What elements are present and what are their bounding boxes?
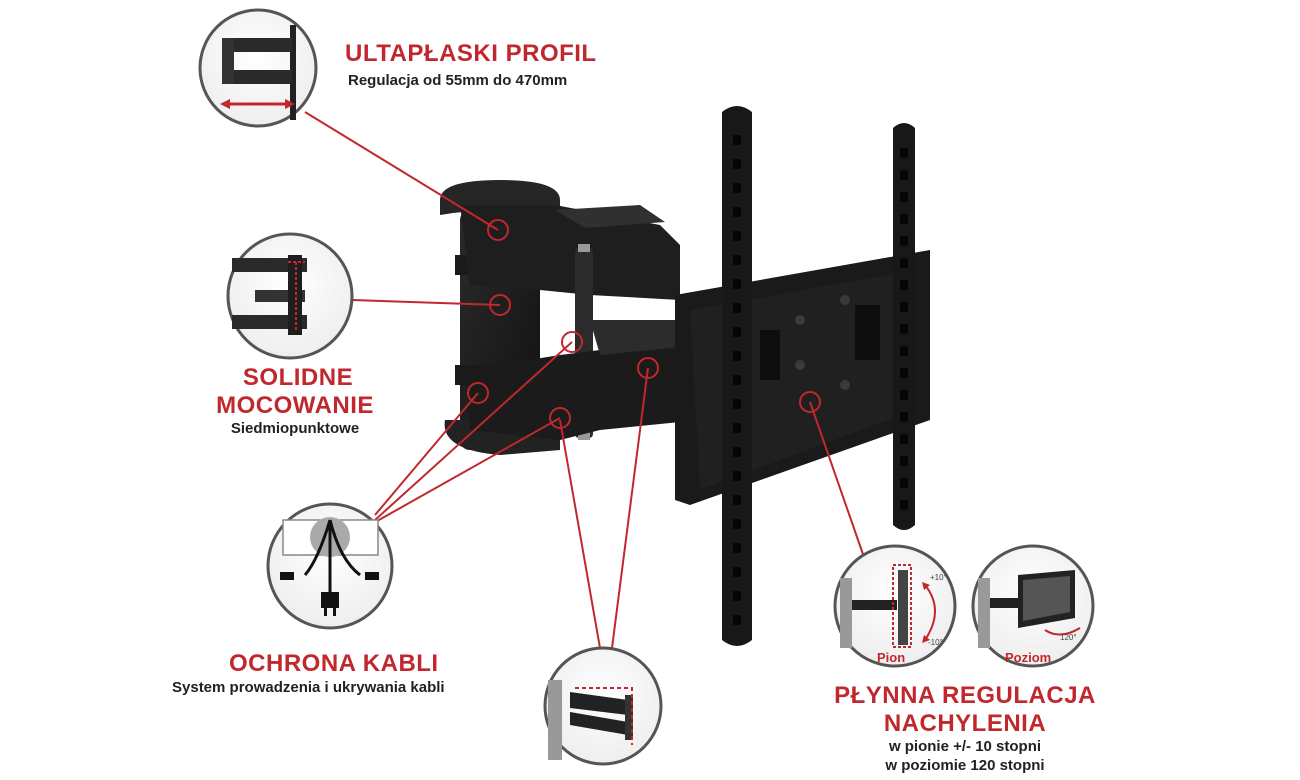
cables-title: OCHRONA KABLI bbox=[229, 650, 439, 677]
callout-lines bbox=[304, 111, 866, 649]
horizontal-angle-label: 120° bbox=[1060, 633, 1077, 642]
rail-slot bbox=[733, 591, 741, 601]
rail-slot bbox=[733, 471, 741, 481]
rail-slot bbox=[733, 207, 741, 217]
rail-slot bbox=[733, 279, 741, 289]
rail-slot bbox=[900, 500, 908, 510]
mounting-subtitle: Siedmiopunktowe bbox=[230, 420, 360, 437]
horizontal-swivel-icon: 120° Poziom bbox=[971, 544, 1095, 668]
rail-slot bbox=[900, 324, 908, 334]
vertical-plus-label: +10° bbox=[930, 573, 947, 582]
arm-joint-detail-icon bbox=[226, 232, 354, 360]
cables-subtitle: System prowadzenia i ukrywania kabli bbox=[172, 679, 445, 696]
rail-slot bbox=[733, 303, 741, 313]
horizontal-swivel-label: Poziom bbox=[1005, 650, 1051, 665]
profile-callout-line bbox=[304, 111, 499, 231]
bracket-callout-line-2 bbox=[611, 367, 649, 649]
rail-slot bbox=[900, 368, 908, 378]
rail-slot bbox=[733, 567, 741, 577]
vertical-minus-label: -10° bbox=[928, 638, 943, 647]
profile-subtitle: Regulacja od 55mm do 470mm bbox=[348, 72, 568, 89]
rail-slot bbox=[900, 302, 908, 312]
rail-slot bbox=[900, 434, 908, 444]
rail-slot bbox=[733, 423, 741, 433]
tilt-subtitle-line1: w pionie +/- 10 stopni bbox=[888, 738, 1042, 755]
cable-callout-line-1 bbox=[374, 392, 479, 516]
rail-slot bbox=[733, 327, 741, 337]
rail-slot bbox=[733, 543, 741, 553]
profile-title: ULTAPŁASKI PROFIL bbox=[345, 40, 597, 67]
rail-slot bbox=[733, 183, 741, 193]
rail-slot bbox=[900, 390, 908, 400]
rail-slot bbox=[900, 148, 908, 158]
rail-slot bbox=[733, 375, 741, 385]
tilt-subtitle-line2: w poziomie 120 stopni bbox=[885, 757, 1045, 774]
rail-slot bbox=[733, 495, 741, 505]
rail-slot bbox=[900, 258, 908, 268]
slim-profile-detail-icon bbox=[198, 8, 318, 128]
mounting-title-line2: MOCOWANIE bbox=[216, 392, 374, 419]
tilt-callout-line bbox=[809, 401, 866, 561]
rail-slot bbox=[733, 231, 741, 241]
rail-slot bbox=[733, 519, 741, 529]
rail-slot bbox=[900, 214, 908, 224]
rail-slot bbox=[733, 351, 741, 361]
rail-slot bbox=[900, 236, 908, 246]
rail-slots bbox=[733, 135, 908, 625]
cable-callout-line-3 bbox=[369, 417, 561, 526]
rail-slot bbox=[900, 456, 908, 466]
rail-slot bbox=[733, 159, 741, 169]
vertical-tilt-label: Pion bbox=[877, 650, 905, 665]
rail-slot bbox=[900, 412, 908, 422]
callout-points bbox=[467, 219, 821, 429]
rail-slot bbox=[733, 135, 741, 145]
bracket-callout-line-1 bbox=[559, 419, 601, 649]
wall-mount-bracket bbox=[440, 106, 930, 646]
rail-slot bbox=[900, 192, 908, 202]
rail-slot bbox=[733, 447, 741, 457]
rail-slot bbox=[900, 280, 908, 290]
rail-slot bbox=[900, 478, 908, 488]
cable-management-icon bbox=[266, 502, 394, 630]
rail-slot bbox=[733, 399, 741, 409]
tilt-title-line1: PŁYNNA REGULACJA bbox=[834, 682, 1096, 709]
rail-slot bbox=[733, 255, 741, 265]
rail-slot bbox=[900, 170, 908, 180]
bracket-detail-icon bbox=[543, 646, 663, 766]
mounting-callout-line bbox=[351, 299, 501, 306]
rail-slot bbox=[733, 615, 741, 625]
cable-callout-line-2 bbox=[374, 341, 573, 521]
rail-slot bbox=[900, 346, 908, 356]
mounting-title-line1: SOLIDNE bbox=[242, 364, 354, 391]
tilt-title-line2: NACHYLENIA bbox=[883, 710, 1047, 737]
vertical-tilt-icon: +10° -10° Pion bbox=[833, 544, 957, 668]
